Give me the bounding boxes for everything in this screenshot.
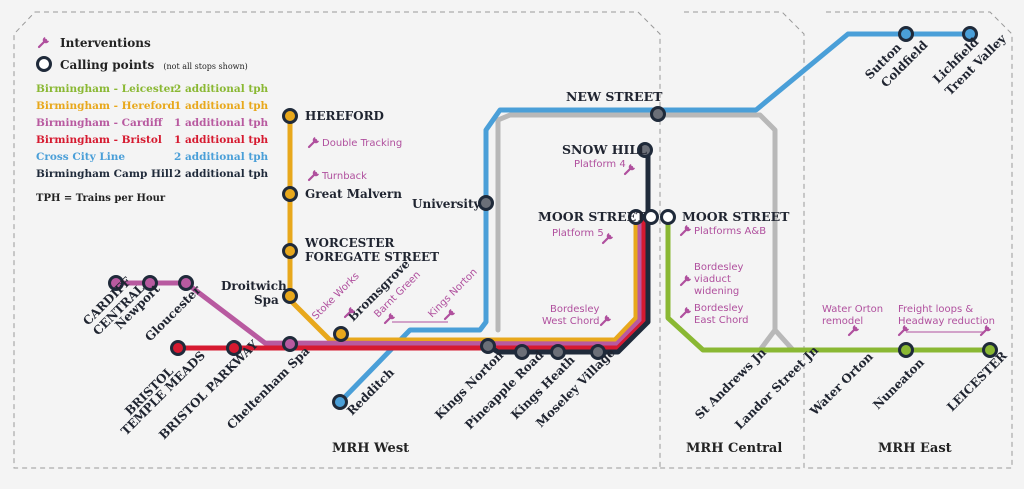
intervention-water-orton-2: remodel: [822, 316, 863, 327]
line-disused-loop: [495, 112, 796, 353]
intervention-freight-2: Headway reduction: [898, 316, 995, 327]
station-marker-gloucester: [178, 275, 194, 291]
legend-service-4: Cross City Line: [36, 151, 125, 163]
wrench-icon: [599, 313, 613, 327]
wrench-icon: [37, 35, 51, 49]
station-marker-new-street: [650, 106, 666, 122]
station-marker-pineapple-road: [514, 344, 530, 360]
station-nuneaton: Nuneaton: [870, 355, 927, 412]
intervention-platforms-ab: Platforms A&B: [694, 226, 766, 237]
legend-extra-1: 1 additional tph: [174, 100, 269, 112]
line-bristol: [175, 215, 647, 351]
station-water-orton: Water Orton: [807, 349, 876, 418]
legend-extra-5: 2 additional tph: [174, 168, 269, 180]
station-university: University: [412, 197, 482, 211]
station-marker-hereford: [282, 108, 298, 124]
station-snow-hill: SNOW HILL: [562, 142, 647, 157]
legend-service-1: Birmingham - Hereford: [36, 100, 176, 112]
intervention-bordesley-east-2: East Chord: [694, 315, 748, 326]
legend-extra-0: 2 additional tph: [174, 83, 269, 95]
legend-service-3: Birmingham - Bristol: [36, 134, 162, 146]
wrench-icon: [307, 135, 321, 149]
intervention-platform-5: Platform 5: [552, 228, 604, 239]
station-marker-nuneaton: [898, 342, 914, 358]
intervention-bordesley-east-1: Bordesley: [694, 303, 744, 314]
intervention-labels: Double Tracking Turnback Platform 4 Plat…: [307, 135, 995, 337]
wrench-icon: [623, 162, 637, 176]
station-marker-bromsgrove: [333, 326, 349, 342]
station-landor: Landor Street Jn: [732, 343, 821, 432]
station-moor-street-left: MOOR STREET: [538, 209, 646, 224]
station-marker-worcester: [282, 243, 298, 259]
station-kings-norton: Kings Norton: [432, 348, 506, 422]
station-marker-droitwich: [282, 288, 298, 304]
region-label-central: MRH Central: [686, 441, 782, 456]
wrench-icon: [679, 305, 693, 319]
intervention-bordesley-viaduct-3: widening: [694, 286, 739, 297]
intervention-platform-4: Platform 4: [574, 159, 626, 170]
station-worcester-2: FOREGATE STREET: [305, 250, 439, 264]
wrench-icon: [679, 273, 693, 287]
legend: Interventions Calling points (not all st…: [36, 35, 269, 204]
station-marker-lichfield: [962, 26, 978, 42]
station-droitwich-2: Spa: [254, 293, 279, 307]
station-marker-cardiff: [108, 275, 124, 291]
station-marker-kings-norton: [480, 338, 496, 354]
calling-point-icon: [36, 56, 52, 72]
intervention-turnback: Turnback: [321, 171, 367, 182]
legend-calling-points: Calling points (not all stops shown): [60, 54, 248, 73]
calling-points: [108, 26, 998, 410]
wrench-icon: [601, 231, 615, 245]
wrench-icon: [679, 223, 693, 237]
intervention-water-orton-1: Water Orton: [822, 304, 883, 315]
legend-tph-note: TPH = Trains per Hour: [36, 193, 166, 204]
legend-extra-2: 1 additional tph: [174, 117, 269, 129]
station-marker-moor-street-3: [660, 209, 676, 225]
station-hereford: HEREFORD: [305, 109, 384, 123]
line-cardiff: [113, 215, 643, 347]
intervention-freight-1: Freight loops &: [898, 304, 973, 315]
intervention-double-tracking: Double Tracking: [322, 138, 402, 149]
region-boundaries: [13, 11, 1013, 469]
intervention-bordesley-west-2: West Chord: [542, 316, 600, 327]
station-worcester-1: WORCESTER: [304, 236, 395, 250]
legend-extra-4: 2 additional tph: [174, 151, 269, 163]
station-moor-street-right: MOOR STREET: [682, 209, 790, 224]
station-marker-kings-heath: [550, 344, 566, 360]
station-marker-cheltenham: [282, 336, 298, 352]
station-droitwich-1: Droitwich: [221, 279, 287, 293]
line-leicester: [665, 215, 993, 353]
station-marker-great-malvern: [282, 186, 298, 202]
line-hereford: [287, 113, 639, 343]
intervention-bordesley-viaduct-2: viaduct: [694, 274, 731, 285]
station-marker-sutton: [898, 26, 914, 42]
station-leicester: LEICESTER: [944, 348, 1010, 414]
wrench-icon: [443, 307, 457, 321]
station-great-malvern: Great Malvern: [305, 187, 402, 201]
station-marker-university: [478, 195, 494, 211]
wrench-icon: [307, 168, 321, 182]
station-marker-moor-street-2: [643, 209, 659, 225]
legend-service-0: Birmingham - Leicester: [36, 83, 176, 95]
station-new-street: NEW STREET: [566, 89, 663, 104]
intervention-bordesley-viaduct-1: Bordesley: [694, 262, 744, 273]
station-marker-newport: [142, 275, 158, 291]
legend-service-5: Birmingham Camp Hill: [36, 168, 173, 180]
station-marker-moseley: [590, 344, 606, 360]
region-label-west: MRH West: [332, 441, 409, 456]
station-marker-moor-street-1: [628, 209, 644, 225]
station-marker-bristol-tm: [170, 340, 186, 356]
line-cross-city: [337, 31, 973, 405]
station-marker-leicester: [982, 342, 998, 358]
station-marker-bristol-parkway: [226, 340, 242, 356]
intervention-bordesley-west-1: Bordesley: [550, 304, 600, 315]
legend-service-2: Birmingham - Cardiff: [36, 117, 164, 129]
legend-extra-3: 1 additional tph: [174, 134, 269, 146]
legend-interventions: Interventions: [60, 36, 151, 50]
region-label-east: MRH East: [878, 441, 952, 456]
station-marker-snow-hill: [637, 142, 653, 158]
station-marker-redditch: [332, 394, 348, 410]
